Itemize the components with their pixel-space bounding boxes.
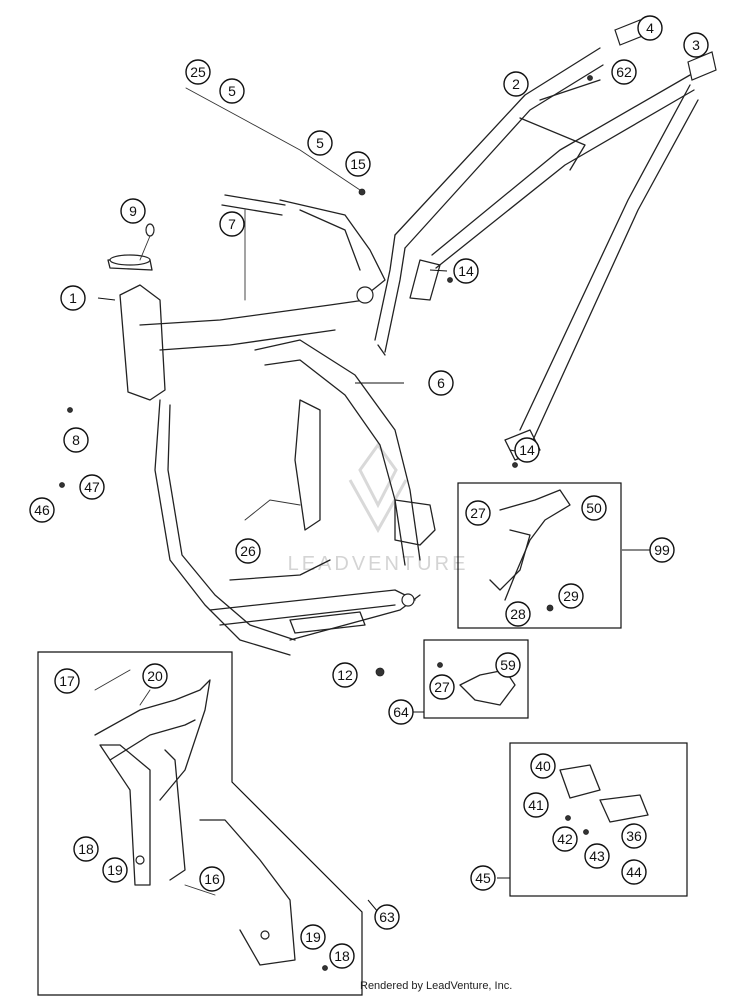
callout-18-left-label: 18 <box>78 841 94 857</box>
callout-25: 25 <box>185 59 211 85</box>
callout-40-label: 40 <box>535 758 551 774</box>
callout-14-lower-label: 14 <box>519 442 535 458</box>
callout-28: 28 <box>505 601 531 627</box>
callout-19-right-label: 19 <box>305 929 321 945</box>
group-63-box <box>37 651 363 996</box>
watermark-text: LEADVENTURE <box>288 553 469 575</box>
callout-64: 64 <box>388 699 414 725</box>
callout-36-label: 36 <box>626 828 642 844</box>
callout-18-left: 18 <box>73 836 99 862</box>
callout-28-label: 28 <box>510 606 526 622</box>
callout-50-label: 50 <box>586 500 602 516</box>
callout-20: 20 <box>142 663 168 689</box>
callout-40: 40 <box>530 753 556 779</box>
callout-4-label: 4 <box>646 20 654 36</box>
callout-44: 44 <box>621 859 647 885</box>
callout-50: 50 <box>581 495 607 521</box>
callout-12-label: 12 <box>337 667 353 683</box>
callout-29: 29 <box>558 583 584 609</box>
callout-47-label: 47 <box>84 479 100 495</box>
group-99-box <box>457 482 650 629</box>
callout-47: 47 <box>79 474 105 500</box>
callout-59: 59 <box>495 652 521 678</box>
callout-27-group99: 27 <box>465 500 491 526</box>
leader-lines <box>97 269 521 913</box>
callout-42: 42 <box>552 826 578 852</box>
callout-41-label: 41 <box>528 797 544 813</box>
callout-4: 4 <box>637 15 663 41</box>
callout-15: 15 <box>345 151 371 177</box>
callout-63-label: 63 <box>379 909 395 925</box>
callout-46: 46 <box>29 497 55 523</box>
callout-17-label: 17 <box>59 673 75 689</box>
callout-43-label: 43 <box>589 848 605 864</box>
frame-assembly <box>59 19 717 677</box>
watermark-logo: LEADVENTURE <box>288 442 469 575</box>
callout-59-label: 59 <box>500 657 516 673</box>
callout-9: 9 <box>120 198 146 224</box>
callout-27-group64-label: 27 <box>434 679 450 695</box>
callout-36: 36 <box>621 823 647 849</box>
callout-29-label: 29 <box>563 588 579 604</box>
callout-45-label: 45 <box>475 870 491 886</box>
callout-6: 6 <box>428 370 454 396</box>
callout-62: 62 <box>611 59 637 85</box>
callout-12: 12 <box>332 662 358 688</box>
callout-42-label: 42 <box>557 831 573 847</box>
callout-27-group99-label: 27 <box>470 505 486 521</box>
callout-3-label: 3 <box>692 37 700 53</box>
callout-7: 7 <box>219 211 245 237</box>
callout-63: 63 <box>374 904 400 930</box>
callout-25-label: 25 <box>190 64 206 80</box>
callout-99-label: 99 <box>654 542 670 558</box>
callout-27-group64: 27 <box>429 674 455 700</box>
callout-5-lower: 5 <box>307 130 333 156</box>
callout-44-label: 44 <box>626 864 642 880</box>
callout-46-label: 46 <box>34 502 50 518</box>
callout-16: 16 <box>199 866 225 892</box>
callout-19-right: 19 <box>300 924 326 950</box>
callout-3: 3 <box>683 32 709 58</box>
callout-17: 17 <box>54 668 80 694</box>
callout-2: 2 <box>503 71 529 97</box>
callout-18-right: 18 <box>329 943 355 969</box>
callout-20-label: 20 <box>147 668 163 684</box>
callout-5-upper-label: 5 <box>228 83 236 99</box>
callout-99: 99 <box>649 537 675 563</box>
callout-18-right-label: 18 <box>334 948 350 964</box>
callout-19-left-label: 19 <box>107 862 123 878</box>
callout-62-label: 62 <box>616 64 632 80</box>
callout-2-label: 2 <box>512 76 520 92</box>
callout-16-label: 16 <box>204 871 220 887</box>
callout-43: 43 <box>584 843 610 869</box>
callout-9-label: 9 <box>129 203 137 219</box>
callout-8-label: 8 <box>72 432 80 448</box>
group-64-box <box>413 639 529 719</box>
callout-14-lower: 14 <box>514 437 540 463</box>
callout-14-upper-label: 14 <box>458 263 474 279</box>
callout-6-label: 6 <box>437 375 445 391</box>
callout-1: 1 <box>60 285 86 311</box>
callout-26-label: 26 <box>240 543 256 559</box>
callout-41: 41 <box>523 792 549 818</box>
callout-19-left: 19 <box>102 857 128 883</box>
callout-1-label: 1 <box>69 290 77 306</box>
callout-26: 26 <box>235 538 261 564</box>
callout-5-upper: 5 <box>219 78 245 104</box>
footer-credit: Rendered by LeadVenture, Inc. <box>360 980 513 992</box>
callout-14-upper: 14 <box>453 258 479 284</box>
callout-8: 8 <box>63 427 89 453</box>
callout-5-lower-label: 5 <box>316 135 324 151</box>
callout-64-label: 64 <box>393 704 409 720</box>
callout-15-label: 15 <box>350 156 366 172</box>
group-45-box <box>497 742 688 897</box>
callout-45: 45 <box>470 865 496 891</box>
callout-7-label: 7 <box>228 216 236 232</box>
